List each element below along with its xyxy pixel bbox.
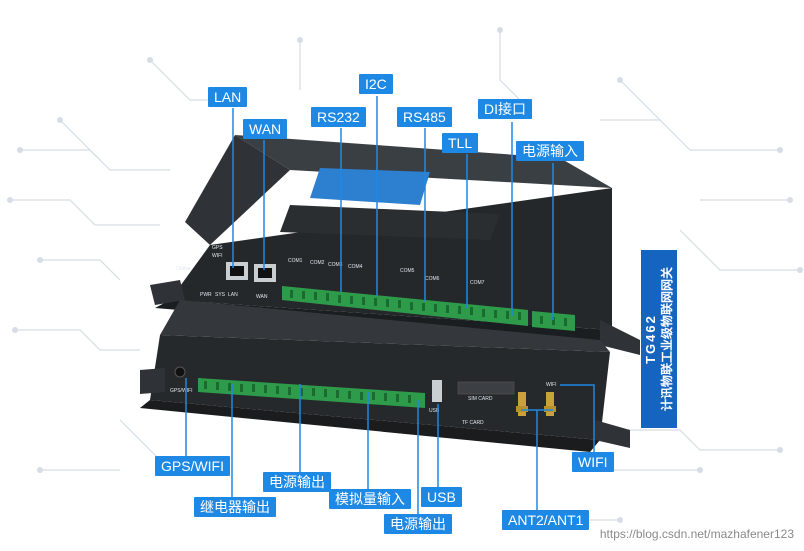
source-watermark: https://blog.csdn.net/mazhafener123 xyxy=(599,527,794,541)
product-name-panel: TG462 计讯物联工业级物联网网关 xyxy=(641,250,677,428)
callout-rs485: RS485 xyxy=(397,107,452,127)
wifi-antenna-label: WIFI xyxy=(546,382,557,388)
led-gps-label: GPS xyxy=(212,245,223,251)
usb-port-label: USB xyxy=(429,408,440,414)
callout-di: DI接口 xyxy=(478,99,532,119)
com4-label: COM4 xyxy=(348,264,363,270)
com3-label: COM3 xyxy=(328,262,343,268)
callout-relay-output: 继电器输出 xyxy=(194,497,276,517)
product-description: 计讯物联工业级物联网网关 xyxy=(660,266,674,412)
com2-label: COM2 xyxy=(310,260,325,266)
com7-label: COM7 xyxy=(470,280,485,286)
top-unit-label xyxy=(310,168,430,205)
callout-antennas: ANT2/ANT1 xyxy=(502,510,590,530)
leader-lines xyxy=(185,96,595,514)
callout-power-input: 电源输入 xyxy=(516,141,584,161)
callout-wifi: WIFI xyxy=(572,452,614,472)
gps-wifi-port-label: GPS/WIFI xyxy=(170,388,193,394)
callout-usb: USB xyxy=(421,487,462,507)
sim-card-slot xyxy=(457,381,515,395)
callout-rs232: RS232 xyxy=(311,107,366,127)
callout-lan: LAN xyxy=(208,87,248,107)
led-sys-label: SYS xyxy=(215,292,226,298)
tf-card-label: TF CARD xyxy=(462,420,484,426)
gps-wifi-connector xyxy=(174,366,186,378)
com6-label: COM6 xyxy=(425,276,440,282)
top-unit-front xyxy=(170,188,612,330)
antenna-connectors xyxy=(516,392,556,416)
bottom-unit-top xyxy=(160,300,610,352)
callout-power-output-2: 电源输出 xyxy=(384,514,452,534)
callout-wan: WAN xyxy=(243,119,288,139)
port-lan-label: LAN xyxy=(228,292,238,298)
com1-label: COM1 xyxy=(288,258,303,264)
com5-label: COM5 xyxy=(400,268,415,274)
led-wifi-label: WIFI xyxy=(212,253,223,259)
top-unit-lid xyxy=(235,135,612,188)
sim-card-label: SIM CARD xyxy=(468,396,493,402)
callout-gps-wifi: GPS/WIFI xyxy=(155,456,230,476)
led-online-label: Online xyxy=(176,266,191,272)
callout-power-output-1: 电源输出 xyxy=(263,472,331,492)
usb-port xyxy=(432,380,442,402)
callout-tll: TLL xyxy=(442,133,479,153)
callout-analog-input: 模拟量输入 xyxy=(329,489,411,509)
product-model: TG462 xyxy=(643,314,658,364)
port-wan-label: WAN xyxy=(256,294,268,300)
led-pwr-label: PWR xyxy=(200,292,212,298)
callout-i2c: I2C xyxy=(359,74,393,94)
bottom-unit-front xyxy=(150,335,610,440)
